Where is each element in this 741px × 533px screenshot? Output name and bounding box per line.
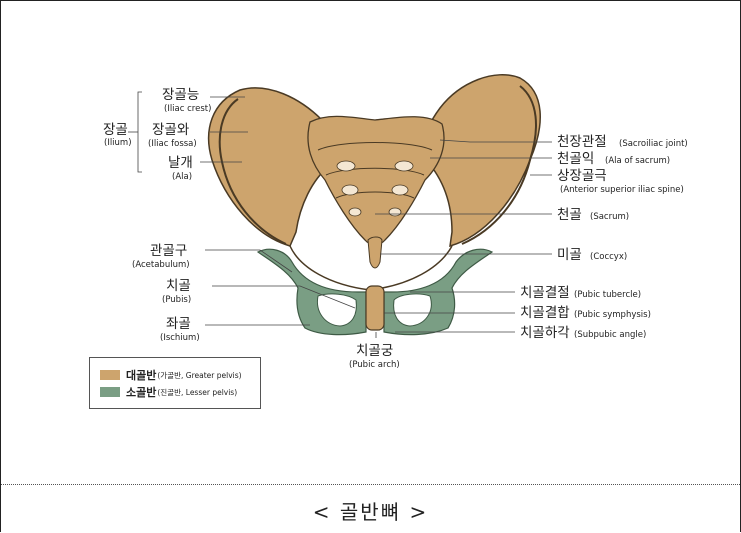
pubic-arch-sublabel: (Pubic arch)	[349, 360, 400, 370]
sacral-foramen	[337, 161, 355, 171]
asis-sublabel: (Anterior superior iliac spine)	[560, 185, 684, 195]
pubic-tubercle-label: 치골결절	[520, 285, 570, 301]
legend-sublabel: (가골반, Greater pelvis)	[157, 370, 241, 381]
acetabulum-sublabel: (Acetabulum)	[132, 260, 190, 270]
iliac-crest-sublabel: (Iliac crest)	[164, 104, 211, 114]
ala-sublabel: (Ala)	[172, 172, 192, 182]
sacral-foramen	[342, 185, 358, 195]
coccyx-sublabel: (Coccyx)	[590, 252, 627, 262]
ala-label: 날개	[168, 155, 193, 171]
iliac-fossa-sublabel: (Iliac fossa)	[148, 139, 197, 149]
lesser-pelvis-swatch	[100, 387, 120, 397]
figure-caption: < 골반뼈 >	[0, 496, 741, 525]
iliac-fossa-label: 장골와	[152, 122, 189, 138]
sacroiliac-joint-sublabel: (Sacroiliac joint)	[619, 139, 688, 149]
asis-label: 상장골극	[557, 168, 607, 184]
right-ilium	[424, 75, 540, 246]
ala-of-sacrum-label: 천골익	[557, 151, 594, 167]
sacral-foramen	[349, 208, 361, 216]
legend-sublabel: (진골반, Lesser pelvis)	[157, 387, 237, 398]
subpubic-angle-label: 치골하각	[520, 325, 570, 341]
sacral-foramen	[395, 161, 413, 171]
greater-pelvis-swatch	[100, 370, 120, 380]
ischium-label: 좌골	[166, 316, 191, 332]
pubis-label: 치골	[166, 278, 191, 294]
sacroiliac-joint-label: 천장관절	[557, 134, 607, 150]
acetabulum-label: 관골구	[150, 243, 187, 259]
sacrum-sublabel: (Sacrum)	[590, 212, 629, 222]
legend-item-greater-pelvis: 대골반 (가골반, Greater pelvis)	[100, 368, 242, 382]
caption-divider	[1, 484, 740, 485]
legend: 대골반 (가골반, Greater pelvis) 소골반 (진골반, Less…	[89, 357, 261, 409]
sacrum-shape	[308, 116, 444, 244]
subpubic-angle-sublabel: (Subpubic angle)	[574, 330, 646, 340]
sacral-foramen	[392, 185, 408, 195]
pubic-symphysis-sublabel: (Pubic symphysis)	[574, 310, 651, 320]
pubic-symphysis-shape	[366, 286, 384, 330]
ilium-sublabel: (Ilium)	[104, 138, 132, 148]
iliac-crest-label: 장골능	[162, 87, 199, 103]
ilium-label: 장골	[103, 122, 128, 138]
coccyx-label: 미골	[557, 247, 582, 263]
pubic-tubercle-sublabel: (Pubic tubercle)	[574, 290, 641, 300]
legend-label: 대골반	[126, 367, 156, 383]
sacrum-label: 천골	[557, 207, 582, 223]
legend-item-lesser-pelvis: 소골반 (진골반, Lesser pelvis)	[100, 385, 237, 399]
ischium-sublabel: (Ischium)	[160, 333, 200, 343]
coccyx-shape	[368, 237, 382, 268]
pubis-sublabel: (Pubis)	[162, 295, 191, 305]
legend-label: 소골반	[126, 384, 156, 400]
pubic-symphysis-label: 치골결합	[520, 305, 570, 321]
ala-of-sacrum-sublabel: (Ala of sacrum)	[605, 156, 670, 166]
pubic-arch-label: 치골궁	[356, 343, 393, 359]
sacral-foramen	[389, 208, 401, 216]
